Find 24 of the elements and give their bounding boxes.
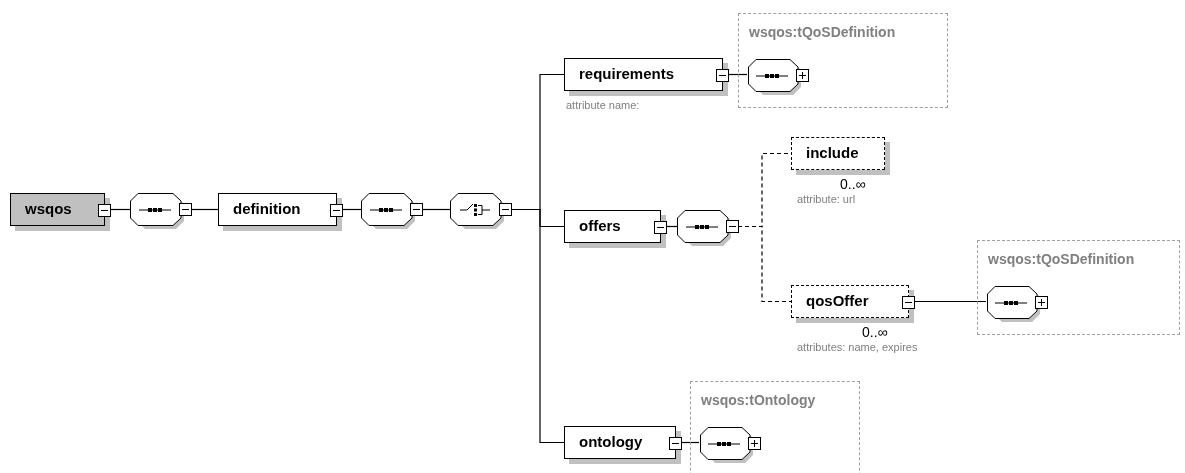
element-name: ontology <box>579 432 643 453</box>
multiplicity-label: 0..∞ <box>862 323 888 342</box>
type-group-box <box>690 381 860 473</box>
attribute-note: attributes: name, expires <box>797 340 918 355</box>
multiplicity-label: 0..∞ <box>840 175 866 194</box>
element-name: wsqos <box>25 199 72 220</box>
connector-line <box>510 208 565 444</box>
connector-line <box>737 225 792 303</box>
type-name: wsqos:tOntology <box>701 391 816 410</box>
type-name: wsqos:tQoSDefinition <box>988 250 1135 269</box>
type-group-box <box>738 13 948 108</box>
type-name: wsqos:tQoSDefinition <box>749 23 896 42</box>
element-name: qosOffer <box>806 291 869 312</box>
type-group-box <box>977 240 1180 335</box>
element-name: definition <box>233 199 301 220</box>
attribute-note: attribute: url <box>797 192 856 207</box>
element-name: include <box>806 143 859 164</box>
attribute-note: attribute name: <box>566 98 640 113</box>
connector-line <box>190 208 219 211</box>
connector-line <box>914 300 987 303</box>
element-name: offers <box>579 216 621 237</box>
connector-line <box>421 208 451 211</box>
element-name: requirements <box>579 64 675 85</box>
connector-line <box>110 208 131 211</box>
